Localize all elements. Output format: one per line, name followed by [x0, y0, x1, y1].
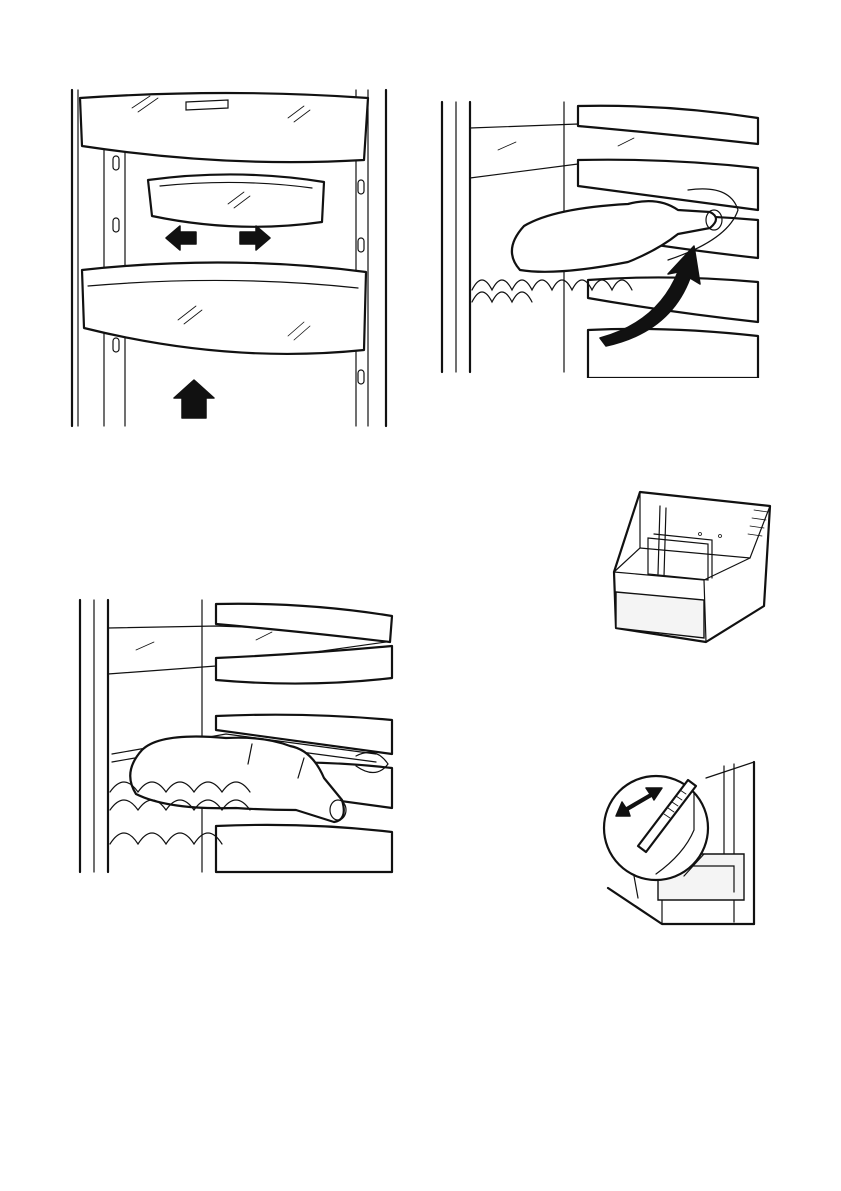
- door-bin-adjust-illustration: [68, 88, 390, 430]
- bottle-rack-rotate-illustration: [438, 100, 760, 378]
- drawer-illustration: [600, 488, 776, 648]
- humidity-control-illustration: [594, 758, 758, 928]
- door-shelves-figure: [68, 88, 390, 430]
- bottle-rack-placed-figure: [76, 596, 398, 878]
- bottle-rack-insert-figure: [438, 100, 760, 378]
- crisper-drawer-figure: [600, 488, 776, 648]
- bottle-rack-bottle-illustration: [76, 596, 398, 878]
- humidity-slider-figure: [594, 758, 758, 928]
